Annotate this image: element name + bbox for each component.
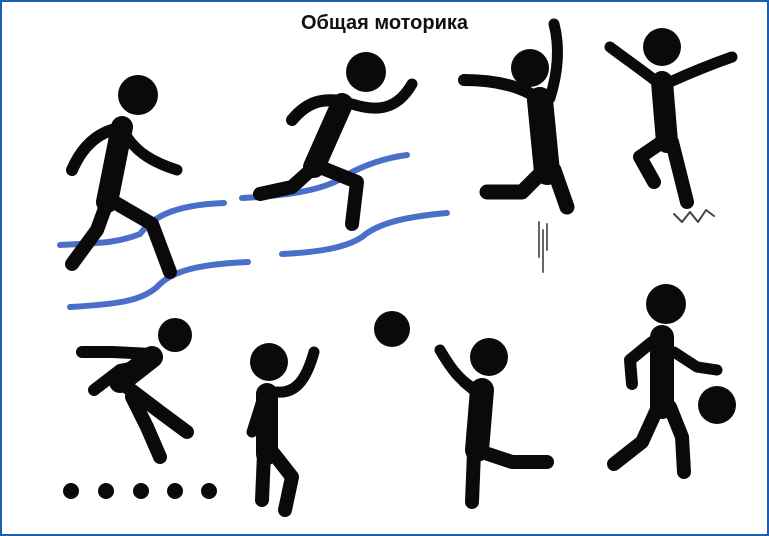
throwing-ball-person-icon	[246, 343, 320, 517]
crawling-person-icon	[63, 318, 217, 499]
page-title: Общая моторика	[300, 12, 469, 34]
dots-row	[63, 483, 217, 499]
running-person-icon	[253, 52, 418, 231]
catching-ball-person-icon	[434, 338, 554, 509]
hopping-person-icon	[604, 28, 738, 223]
ball-icon	[374, 311, 410, 347]
jumping-person-icon	[458, 18, 575, 273]
walking-person-icon	[65, 75, 183, 279]
ball-icon	[698, 386, 736, 424]
dribbling-ball-person-icon	[607, 284, 736, 479]
